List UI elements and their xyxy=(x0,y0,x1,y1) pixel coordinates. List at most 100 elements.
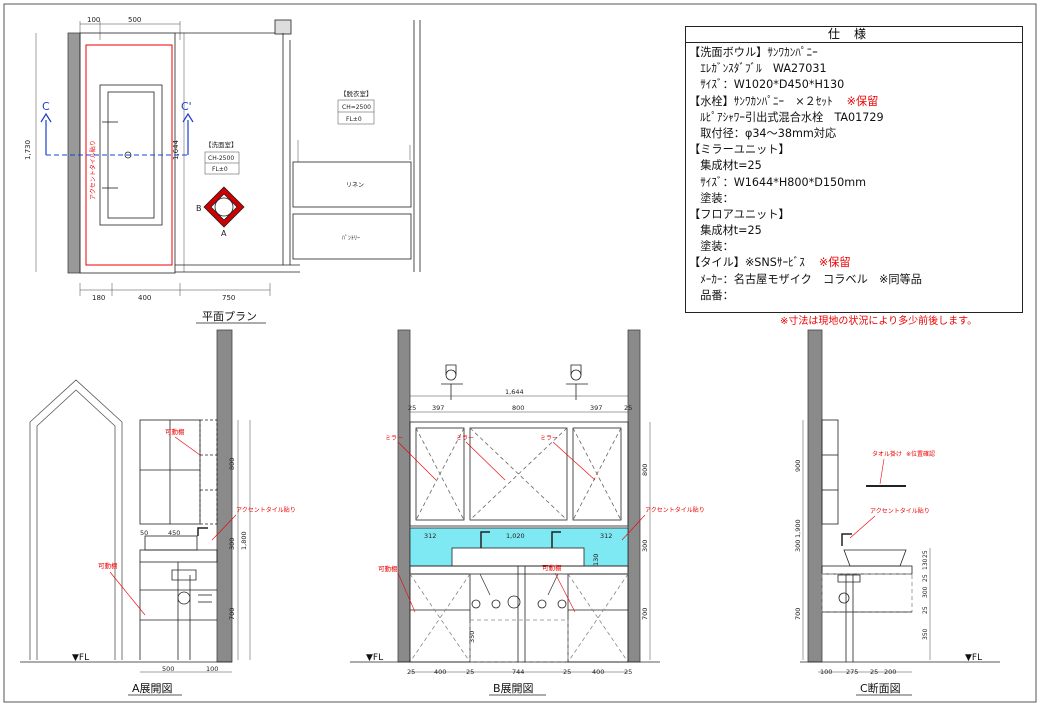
spec-line: 取付径：φ34～38mm対応 xyxy=(689,126,1022,142)
spec-line: 【ミラーユニット】 xyxy=(689,142,1022,158)
spec-line-text: 塗装： xyxy=(689,240,734,254)
elev-c-dim-r1: 25 xyxy=(922,550,929,558)
elev-c-dim-900: 900 xyxy=(794,460,802,472)
elev-c-dim-1900: 1,900 xyxy=(794,519,802,538)
spec-line-text: 取付径：φ34～38mm対応 xyxy=(689,126,837,140)
elev-b-dim-top-1: 25 xyxy=(408,404,416,412)
spec-line: 塗装： xyxy=(689,239,1022,255)
elev-b-dim-counter-2: 1,020 xyxy=(506,532,525,540)
elev-c-dim-r2: 130 xyxy=(922,558,929,570)
elev-b-dim-top-4: 397 xyxy=(590,404,602,412)
plan-dim-top-2: 500 xyxy=(128,16,141,24)
spec-line: 品番： xyxy=(689,288,1022,304)
compass-b: B xyxy=(196,204,202,213)
spec-line: ｻｲｽﾞ：W1020*D450*H130 xyxy=(689,77,1022,93)
elev-b-mirror-1: ミラー xyxy=(385,435,403,442)
section-mark-c: C xyxy=(42,100,50,113)
spec-line: ｴﾚｶﾞﾝｽﾀﾞﾌﾞﾙ WA27031 xyxy=(689,61,1022,77)
spec-line-text: 【洗面ボウル】ｻﾝﾜｶﾝﾊﾟﾆｰ xyxy=(689,46,818,59)
elev-c-dim-b3: 25 xyxy=(870,668,878,676)
compass-symbol: B A xyxy=(196,186,245,238)
elev-b-dim-right-300: 300 xyxy=(641,540,649,552)
elev-b-fl: ▼FL xyxy=(366,653,383,663)
elev-b-movable-shelf-left: 可動棚 xyxy=(378,564,398,573)
elev-b-dim-right-800: 800 xyxy=(641,464,649,476)
elev-c-dim-300: 300 xyxy=(794,540,802,552)
elevation-a: ▼FL 可動棚 可動棚 アクセントタイル貼り 800 1,800 300 700… xyxy=(20,329,296,696)
elev-c-dim-r4: 300 xyxy=(922,586,929,598)
room-label: 【洗面室】 xyxy=(205,140,238,149)
spec-line-text: 【ミラーユニット】 xyxy=(689,143,790,157)
elev-b-movable-shelf-right: 可動棚 xyxy=(542,563,562,572)
plan-dim-top-1: 100 xyxy=(87,16,100,24)
elev-a-dim-1800: 1,800 xyxy=(240,531,248,550)
plan-dim-bottom-1: 180 xyxy=(92,294,105,302)
elev-b-title: B展開図 xyxy=(493,682,534,695)
room-ch: CH-2500 xyxy=(208,155,234,162)
elev-a-title: A展開図 xyxy=(132,682,173,695)
elev-a-accent-tile: アクセントタイル貼り xyxy=(236,506,296,514)
spec-line: ｻｲｽﾞ：W1644*H800*D150mm xyxy=(689,175,1022,191)
spec-table: 仕様 【洗面ボウル】ｻﾝﾜｶﾝﾊﾟﾆｰ ｴﾚｶﾞﾝｽﾀﾞﾌﾞﾙ WA27031 … xyxy=(685,26,1023,313)
elev-a-movable-shelf: 可動棚 xyxy=(98,561,118,570)
elev-b-dim-top-3: 800 xyxy=(512,404,524,412)
elev-b-dim-counter-1: 312 xyxy=(424,532,436,540)
elev-b-accent-tile: アクセントタイル貼り xyxy=(645,506,705,514)
elev-a-dim-300: 300 xyxy=(228,538,236,550)
elev-c-dim-b1: 100 xyxy=(820,668,832,676)
spec-line-text: ｻｲｽﾞ：W1020*D450*H130 xyxy=(689,78,845,92)
plan-title: 平面プラン xyxy=(202,310,257,323)
spec-line-text: 塗装： xyxy=(689,191,734,205)
spec-line-text: 集成材t=25 xyxy=(689,159,762,173)
elev-a-fl: ▼FL xyxy=(72,653,89,663)
spec-line: 【洗面ボウル】ｻﾝﾜｶﾝﾊﾟﾆｰ xyxy=(689,45,1022,61)
elev-a-dim-700: 700 xyxy=(228,608,236,620)
sheet-border xyxy=(3,3,1037,703)
spec-footnote: ※寸法は現地の状況により多少前後します。 xyxy=(780,316,978,327)
elev-c-dim-b4: 200 xyxy=(884,668,896,676)
section-mark-c-prime: C' xyxy=(181,100,192,113)
room-fl: FL±0 xyxy=(212,166,228,173)
elev-b-mirror-2: ミラー xyxy=(456,435,474,442)
plan-dim-right: 1,644 xyxy=(172,139,180,160)
elev-b-dim-top-2: 397 xyxy=(432,404,444,412)
plan-dim-bottom-2: 400 xyxy=(138,294,151,302)
elev-b-mirror-3: ミラー xyxy=(540,435,558,442)
plan-accent-tile-label: アクセントタイル貼り xyxy=(89,140,97,200)
shelf-linen: リネン xyxy=(346,182,364,189)
elev-c-accent-tile: アクセントタイル貼り xyxy=(870,507,930,515)
spec-line: 集成材t=25 xyxy=(689,223,1022,239)
spec-line: ﾙﾋﾟｱｼｬﾜｰ引出式混合水栓 TA01729 xyxy=(689,110,1022,126)
elev-c-dim-r6: 350 xyxy=(922,628,929,640)
elev-c-dim-700: 700 xyxy=(794,608,802,620)
spec-title: 仕様 xyxy=(686,27,1022,43)
elev-b-dim-right-700: 700 xyxy=(641,608,649,620)
elev-a-dim-50: 50 xyxy=(140,529,148,537)
spec-line-text: ｴﾚｶﾞﾝｽﾀﾞﾌﾞﾙ WA27031 xyxy=(689,62,827,76)
elev-a-dim-100: 100 xyxy=(206,665,218,673)
elev-b-dim-bottom-4: 744 xyxy=(512,668,524,676)
closet-label: 【脱衣室】 xyxy=(340,89,373,98)
elev-c-dim-r5: 25 xyxy=(922,606,929,614)
elev-c-fl: ▼FL xyxy=(965,653,982,663)
spec-line: 集成材t=25 xyxy=(689,158,1022,174)
spec-line-text: 品番： xyxy=(689,288,734,302)
elev-b-dim-bottom-6: 400 xyxy=(592,668,604,676)
spec-lines: 【洗面ボウル】ｻﾝﾜｶﾝﾊﾟﾆｰ ｴﾚｶﾞﾝｽﾀﾞﾌﾞﾙ WA27031 ｻｲｽ… xyxy=(686,43,1022,304)
spec-line-text: ﾒｰｶｰ：名古屋モザイク コラベル ※同等品 xyxy=(689,272,922,286)
plan-dim-bottom-3: 750 xyxy=(222,294,235,302)
compass-a: A xyxy=(221,229,227,238)
wall-lamp-right xyxy=(566,364,588,400)
spec-line-note: ※保留 xyxy=(846,94,879,108)
spec-line-text: ﾙﾋﾟｱｼｬﾜｰ引出式混合水栓 TA01729 xyxy=(689,110,884,124)
elev-b-dim-bottom-2: 400 xyxy=(434,668,446,676)
spec-line: 【水栓】ｻﾝﾜｶﾝﾊﾟﾆｰ ×２ｾｯﾄ※保留 xyxy=(689,94,1022,110)
elev-c-towel-bar: タオル掛け xyxy=(872,450,902,458)
elev-c-title: C断面図 xyxy=(860,681,901,695)
closet-ch: CH=2500 xyxy=(342,104,371,111)
elev-a-dim-500: 500 xyxy=(162,665,174,673)
spec-line: 【タイル】※SNSｻｰﾋﾞｽ※保留 xyxy=(689,255,1022,271)
elev-b-dim-350: 350 xyxy=(468,631,476,643)
elev-c-dim-b2: 275 xyxy=(846,668,858,676)
